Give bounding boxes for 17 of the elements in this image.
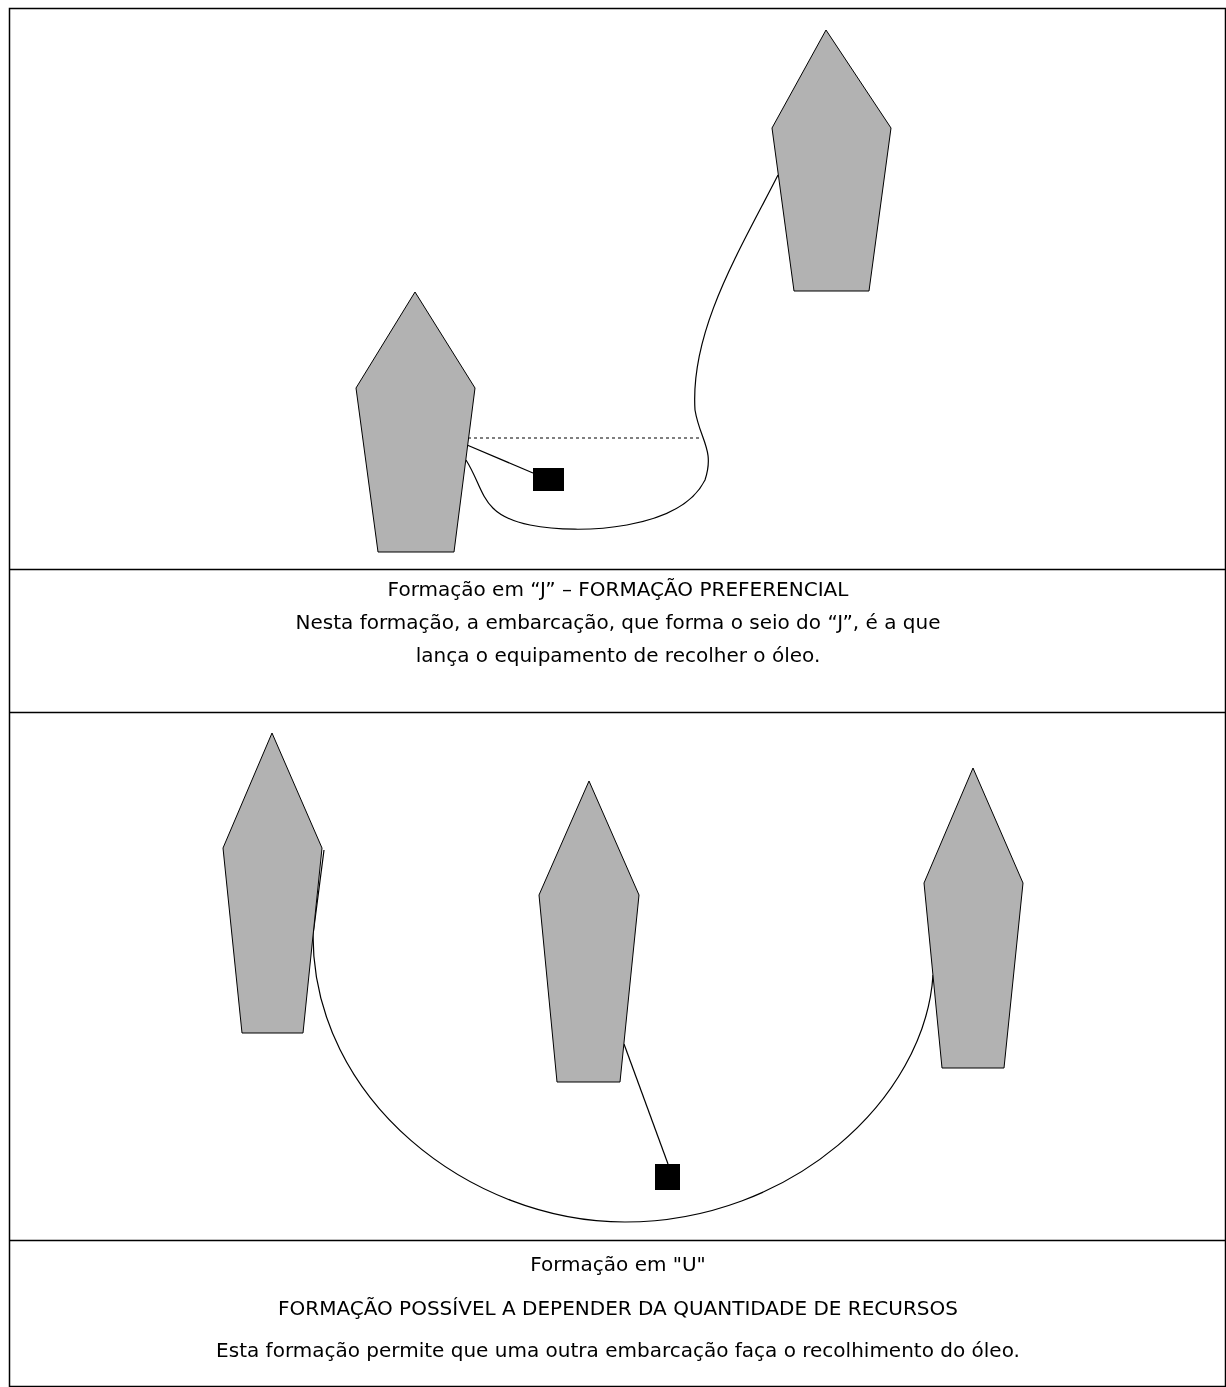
boom-line bbox=[312, 849, 934, 1223]
caption-heading: Formação em “J” – FORMAÇÃO PREFERENCIAL bbox=[387, 576, 849, 603]
boat-hull bbox=[538, 780, 640, 1083]
skimmer-block bbox=[654, 1163, 681, 1191]
caption-heading: Formação em "U" bbox=[530, 1251, 706, 1278]
skimmer-block bbox=[532, 467, 565, 492]
tow-line bbox=[623, 1043, 669, 1165]
boat-hull bbox=[923, 767, 1024, 1069]
boat-hull bbox=[222, 732, 323, 1034]
tow-line bbox=[466, 444, 534, 474]
dashed-line bbox=[467, 437, 701, 439]
caption-text: Esta formação permite que uma outra embarcação faça o recolhimento do óleo. bbox=[216, 1337, 1020, 1364]
boat-hull bbox=[771, 29, 892, 292]
boat-hull bbox=[355, 291, 476, 553]
caption-text: Nesta formação, a embarcação, que forma o seio do “J”, é a que lança o equipamento de recolher o óleo. bbox=[294, 609, 942, 669]
boom-line bbox=[465, 174, 779, 530]
caption-heading: FORMAÇÃO POSSÍVEL A DEPENDER DA QUANTIDADE DE RECURSOS bbox=[278, 1295, 958, 1322]
